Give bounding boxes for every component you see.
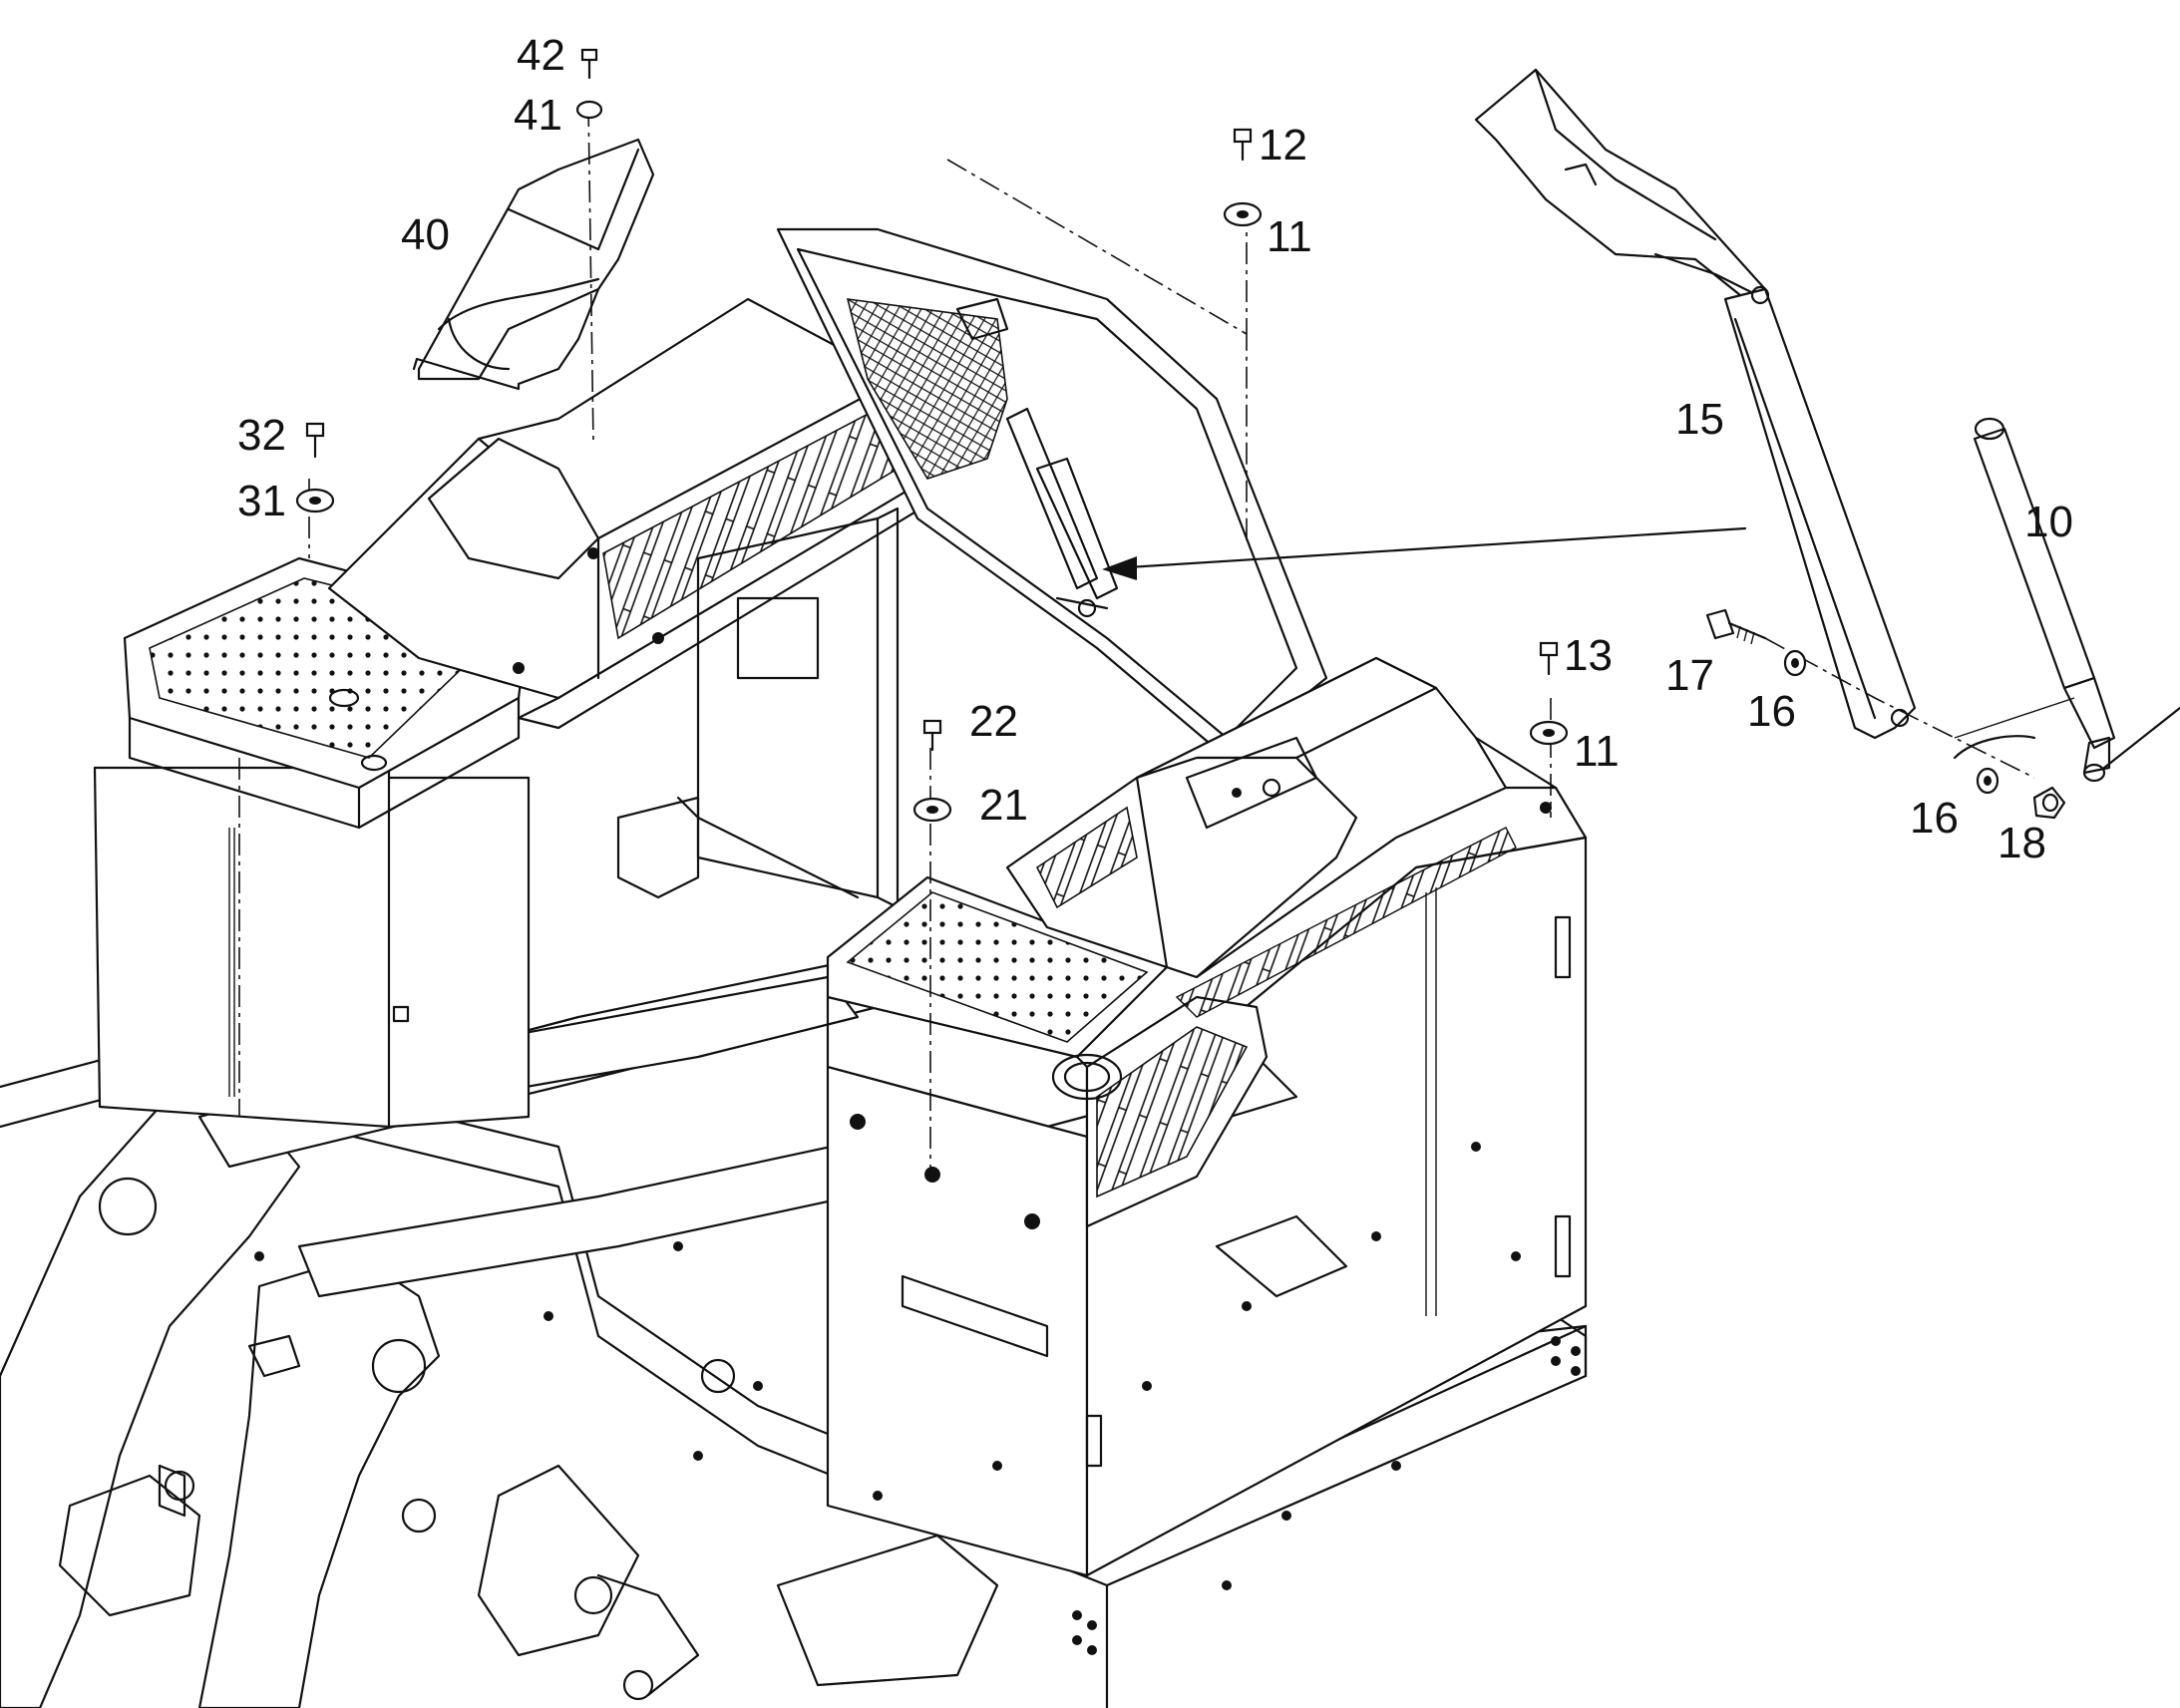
duct-part [412,138,655,391]
left-hood [327,297,939,730]
callout-10: 10 [2024,498,2073,546]
washer-31 [295,488,335,513]
washer-16-upper [1783,649,1807,677]
callout-12: 12 [1259,121,1307,170]
callout-41: 41 [514,91,562,140]
right-box [254,836,1588,1590]
washer-21 [912,797,952,823]
right-platform [826,875,1269,1228]
right-hood [1005,656,1588,1018]
callout-42: 42 [517,31,565,80]
washer-11-right [1529,720,1569,746]
nut-18 [2032,786,2066,820]
washer-11-top [1223,201,1263,227]
hardware [295,48,2066,1229]
gas-strut-part [1953,417,2180,783]
bolt-13 [1539,641,1559,676]
bolt-22 [922,719,942,752]
callout-31: 31 [237,477,286,525]
callout-22: 22 [969,697,1018,746]
callout-11-top: 11 [1267,212,1312,261]
detail-arrow [1102,526,1747,580]
callout-15: 15 [1675,395,1724,444]
bolt-17 [1705,608,1767,645]
callout-21: 21 [979,781,1028,830]
callout-11-right: 11 [1574,727,1620,776]
bolt-12 [1233,128,1253,162]
callout-17: 17 [1665,651,1714,700]
callout-labels: 42 41 40 32 31 12 11 15 10 17 16 13 11 2… [237,31,2073,867]
bolt-42 [580,48,598,80]
callout-18: 18 [1998,819,2046,867]
callout-16-upper: 16 [1747,687,1796,736]
washer-41 [575,100,603,120]
left-box [93,556,531,1129]
bolt-32 [305,422,325,459]
callout-40: 40 [401,210,450,259]
access-door [776,227,1328,760]
callout-32: 32 [237,411,286,460]
callout-16-lower: 16 [1910,794,1959,843]
base-frame [0,955,1588,1708]
stay-rod-assembly [1474,68,1917,740]
rear-panel [616,507,900,909]
washer-16-lower [1976,767,1999,795]
callout-13: 13 [1564,631,1613,680]
